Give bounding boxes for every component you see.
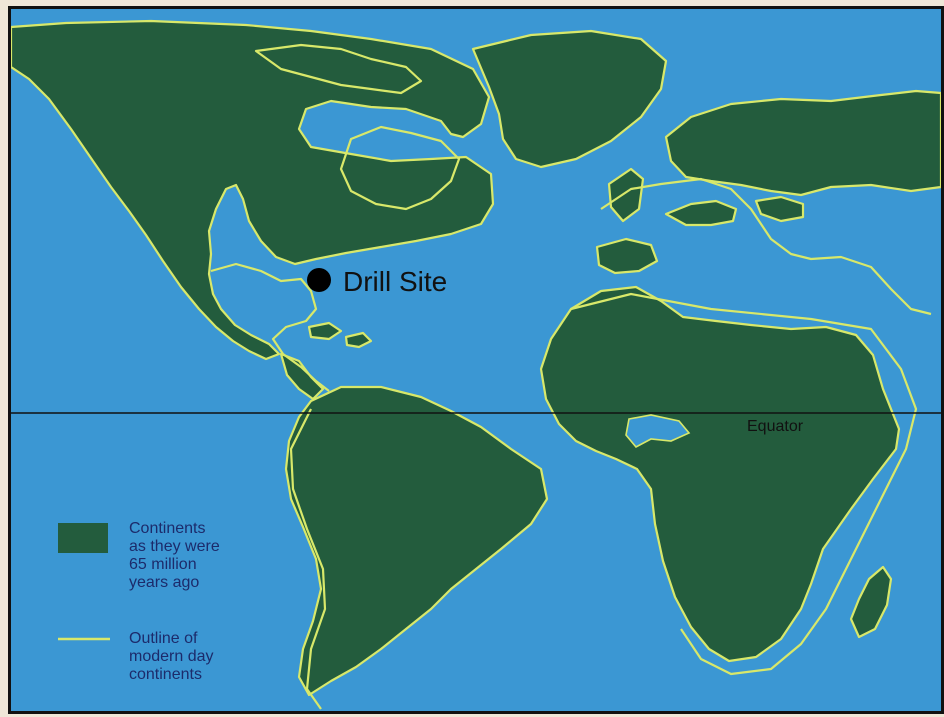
- landmass-africa: [539, 285, 901, 663]
- landmass-europe-small: [607, 167, 645, 223]
- map-frame: Drill Site Equator Continents as they we…: [8, 6, 944, 714]
- african-inland-sea: [625, 414, 691, 449]
- legend-swatch-ancient-land: [58, 523, 108, 553]
- landmass-greenland: [471, 29, 668, 169]
- drill-site-marker[interactable]: [307, 268, 331, 292]
- landmass-north-america: [11, 19, 495, 361]
- legend: Continents as they were 65 million years…: [58, 520, 220, 683]
- legend-item-1-line-2: continents: [129, 666, 202, 683]
- africa-outline: [570, 292, 918, 676]
- landmass-caribbean-1: [307, 321, 343, 341]
- legend-item-0-line-1: as they were: [129, 538, 220, 555]
- arctic-outline-2: [339, 125, 461, 211]
- landmass-south-america: [284, 385, 549, 697]
- landmass-madagascar: [849, 565, 893, 639]
- equator-label: Equator: [747, 418, 804, 435]
- europe-outline: [600, 177, 932, 316]
- landmass-iberia: [595, 237, 659, 275]
- drill-site-label: Drill Site: [343, 266, 447, 297]
- legend-item-1-line-1: modern day: [129, 648, 214, 665]
- paleogeographic-map: Drill Site Equator Continents as they we…: [11, 9, 941, 711]
- arctic-outline-1: [254, 43, 423, 95]
- landmass-eurasia: [664, 89, 941, 197]
- legend-item-0-line-0: Continents: [129, 520, 206, 537]
- legend-item-0-line-2: 65 million: [129, 556, 197, 573]
- north-america-outline: [210, 262, 330, 392]
- south-america-outline: [289, 408, 327, 710]
- legend-item-1-line-0: Outline of: [129, 630, 198, 647]
- landmass-caribbean-2: [344, 331, 373, 349]
- landmass-europe-islands-1: [664, 199, 738, 227]
- landmass-central-america: [279, 352, 325, 401]
- legend-item-0-line-3: years ago: [129, 574, 199, 591]
- landmass-europe-islands-2: [754, 195, 805, 223]
